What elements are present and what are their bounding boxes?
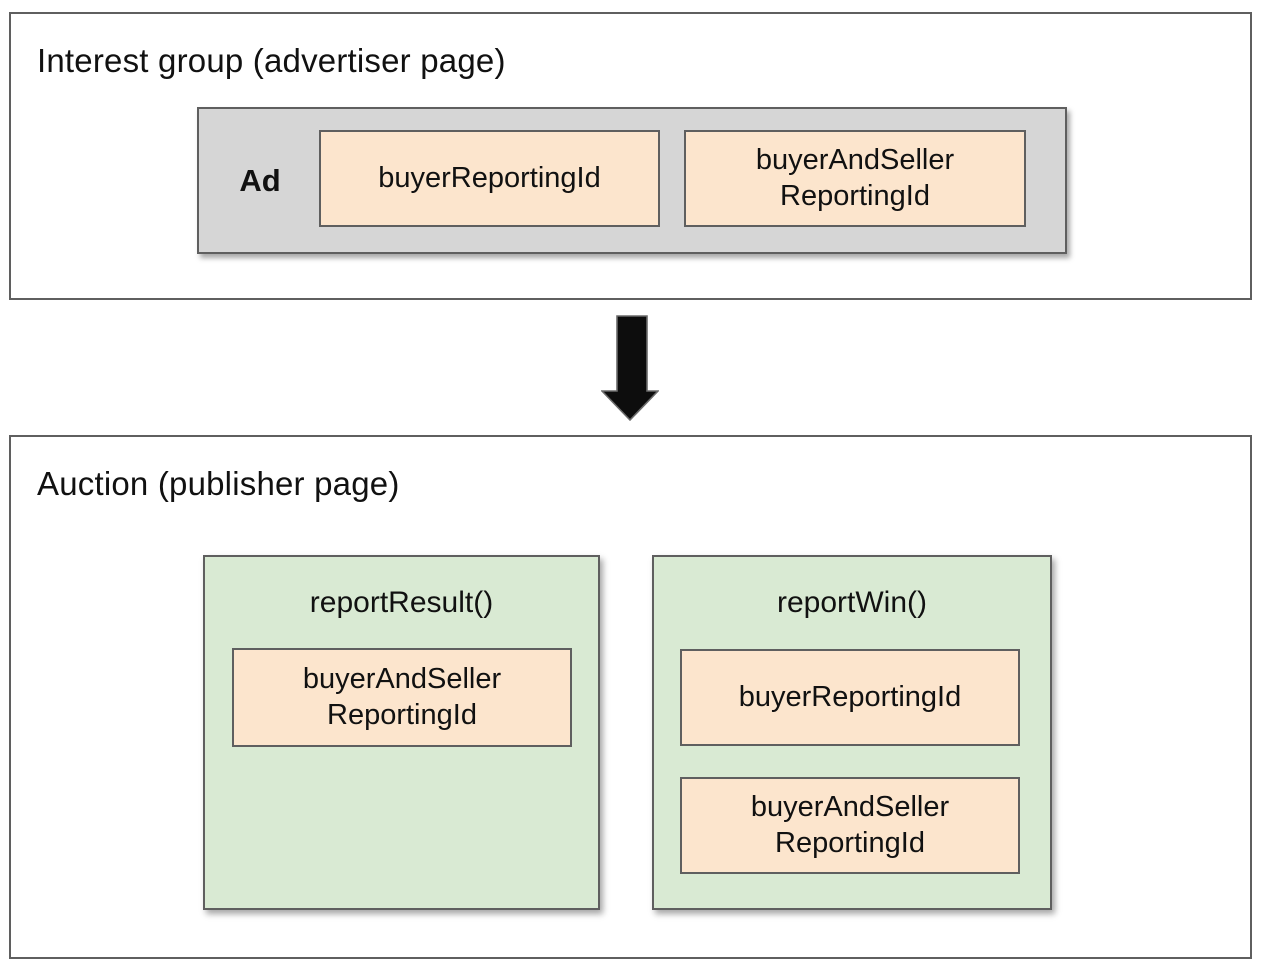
auction-title: Auction (publisher page) <box>37 465 400 502</box>
report-result-box: reportResult() buyerAndSeller ReportingI… <box>203 555 600 910</box>
buyer-and-seller-reporting-id-field: buyerAndSeller ReportingId <box>232 648 572 747</box>
ad-label: Ad <box>239 162 281 198</box>
buyer-reporting-id-field: buyerReportingId <box>680 649 1020 746</box>
down-arrow-icon <box>601 315 659 422</box>
buyer-reporting-id-field: buyerReportingId <box>319 130 660 227</box>
report-result-title: reportResult() <box>309 586 494 619</box>
report-win-title: reportWin() <box>776 586 927 619</box>
buyer-and-seller-reporting-id-field: buyerAndSeller ReportingId <box>680 777 1020 874</box>
buyer-and-seller-reporting-id-field: buyerAndSeller ReportingId <box>684 130 1026 227</box>
auction-panel: Auction (publisher page) reportResult() … <box>9 435 1252 959</box>
ad-container: Ad buyerReportingId buyerAndSeller Repor… <box>197 107 1067 254</box>
report-win-box: reportWin() buyerReportingId buyerAndSel… <box>652 555 1052 910</box>
interest-group-panel: Interest group (advertiser page) Ad buye… <box>9 12 1252 300</box>
interest-group-title: Interest group (advertiser page) <box>37 42 506 79</box>
